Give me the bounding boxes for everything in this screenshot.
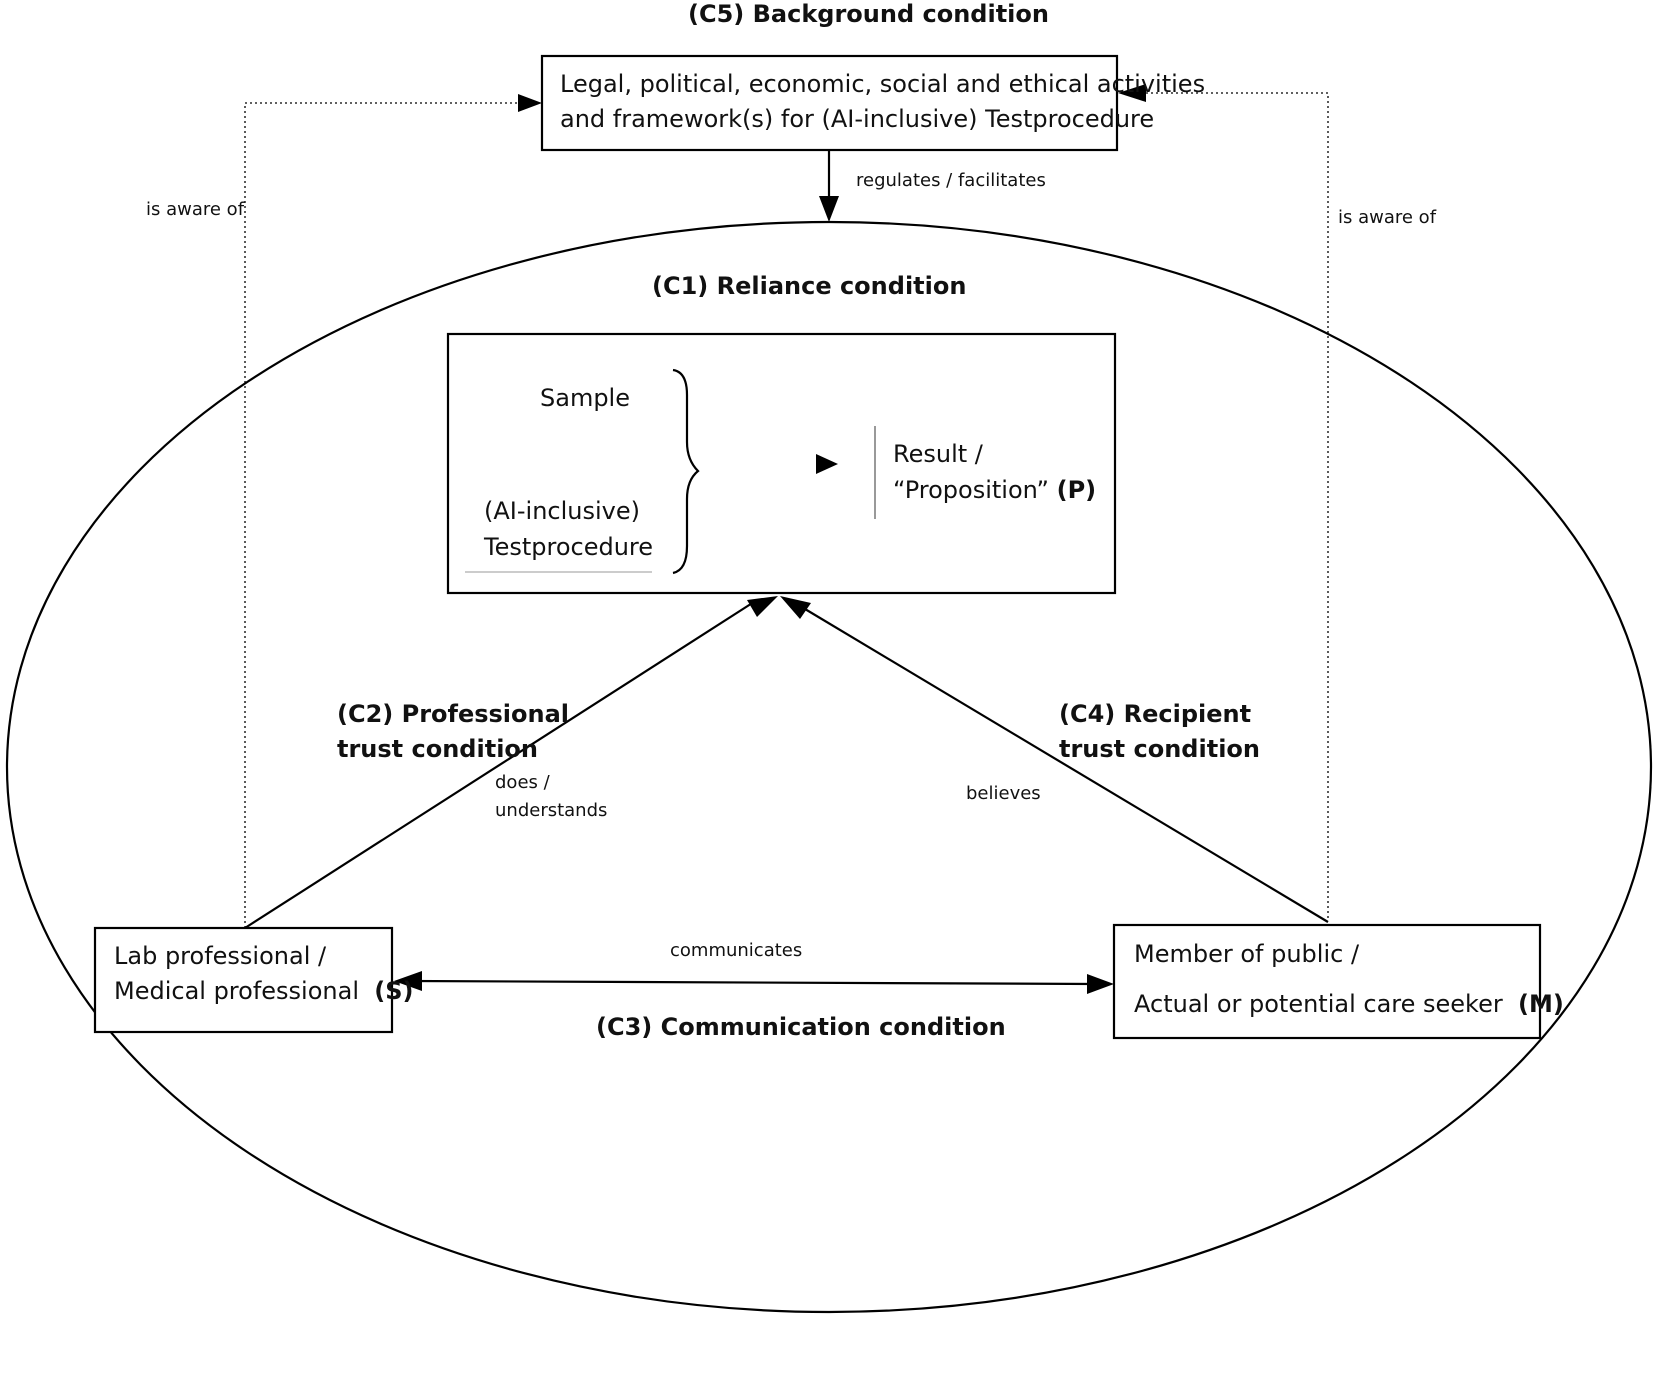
result-proposition: “Proposition” — [893, 476, 1049, 504]
public-box-tag: (M) — [1518, 990, 1564, 1018]
aware-right-connector — [1140, 92, 1329, 918]
communication-condition-heading: (C3) Communication condition — [596, 1013, 1006, 1041]
aware-right-label: is aware of — [1338, 207, 1437, 228]
lab-box-role: Medical professional — [114, 977, 359, 1005]
regulates-arrowhead — [819, 196, 839, 222]
understands-label: understands — [495, 800, 608, 821]
member-public-box — [1112, 923, 1542, 1040]
aware-right-arrowhead — [1118, 84, 1146, 102]
believes-label: believes — [966, 783, 1041, 804]
sample-label: Sample — [540, 384, 630, 412]
communicates-arrowhead-right — [1087, 974, 1114, 994]
reliance-condition-heading: (C1) Reliance condition — [652, 272, 967, 300]
recipient-condition-line1: (C4) Recipient — [1059, 700, 1252, 728]
public-box-line1: Member of public / — [1134, 940, 1360, 968]
communicates-line — [409, 979, 1096, 986]
professional-arrowhead — [747, 596, 778, 617]
testprocedure-line1: (AI-inclusive) — [484, 497, 640, 525]
lab-box-line2: Medical professional (S) — [114, 977, 414, 1006]
aware-left-connector — [244, 102, 525, 928]
result-arrow-icon — [816, 454, 838, 474]
background-box-line1: Legal, political, economic, social and e… — [560, 70, 1206, 98]
result-tag: (P) — [1056, 476, 1097, 504]
communicates-arrowhead-left — [394, 971, 422, 991]
professional-condition-line1: (C2) Professional — [337, 700, 570, 728]
result-line2: “Proposition” (P) — [893, 476, 1096, 505]
public-box-role: Actual or potential care seeker — [1134, 990, 1503, 1018]
reliance-box — [446, 332, 1117, 595]
communicates-label: communicates — [670, 940, 803, 961]
result-line1: Result / — [893, 440, 983, 468]
lab-box-line1: Lab professional / — [114, 942, 327, 970]
curly-brace — [672, 368, 700, 575]
professional-condition-line2: trust condition — [337, 735, 538, 763]
lab-professional-box — [93, 926, 394, 1034]
background-box — [540, 54, 1119, 152]
does-label: does / — [495, 772, 550, 793]
testprocedure-line2: Testprocedure — [484, 533, 654, 561]
recipient-edge-line — [799, 605, 1329, 923]
regulates-label: regulates / facilitates — [856, 170, 1046, 191]
recipient-condition-line2: trust condition — [1059, 735, 1260, 763]
aware-left-label: is aware of — [146, 199, 245, 220]
lab-box-tag: (S) — [374, 977, 414, 1005]
recipient-arrowhead — [780, 596, 811, 619]
background-box-line2: and framework(s) for (AI-inclusive) Test… — [560, 105, 1155, 133]
aware-left-arrowhead — [518, 94, 542, 112]
professional-edge-line — [244, 599, 758, 929]
background-condition-heading: (C5) Background condition — [688, 0, 1049, 28]
public-box-line2: Actual or potential care seeker (M) — [1134, 990, 1564, 1019]
